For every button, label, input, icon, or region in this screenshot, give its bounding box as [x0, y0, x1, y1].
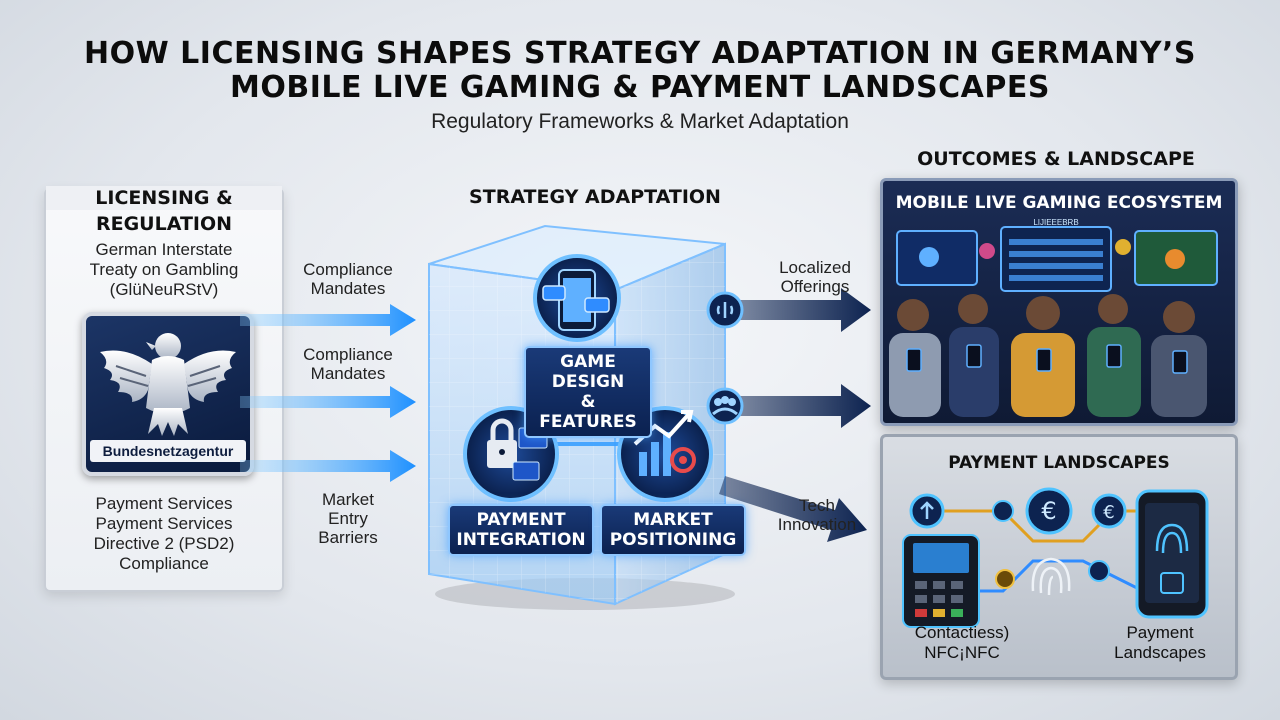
payment-integration-label-line-1: PAYMENT — [476, 510, 566, 530]
payment-landscapes-caption: Payment Landscapes — [1095, 623, 1225, 663]
payment-landscapes-caption-line-1: Payment — [1126, 623, 1194, 642]
euro-icon-2 — [1091, 493, 1127, 529]
compliance-arrow-1 — [240, 304, 416, 336]
licensing-regulation-panel: LICENSING & REGULATION German Interstate… — [44, 186, 284, 592]
strategy-heading: STRATEGY ADAPTATION — [469, 186, 721, 208]
arrow-label-compliance-1-line-2: Mandates — [310, 279, 386, 298]
payment-landscapes-caption-line-2: Landscapes — [1114, 643, 1206, 662]
game-design-label-line-1: GAME DESIGN — [551, 352, 625, 392]
left-arrows — [240, 304, 416, 482]
right-arrows — [706, 288, 871, 542]
treaty-line-2: Treaty on Gambling — [89, 260, 239, 279]
payment-illustration: € € — [902, 487, 1209, 628]
fingerprint-icon — [1031, 557, 1071, 596]
badge-label: Bundesnetzagentur — [90, 440, 246, 462]
psd2-line-2: Payment Services — [95, 514, 233, 533]
svg-text:€: € — [1041, 497, 1056, 525]
payment-landscapes-title: PAYMENT LANDSCAPES — [948, 453, 1170, 473]
outcomes-heading: OUTCOMES & LANDSCAPE — [917, 148, 1195, 170]
market-positioning-label: MARKET POSITIONING — [600, 504, 746, 556]
arrow-label-tech-innovation-line-1: Tech — [799, 496, 835, 515]
arrow-label-localized-line-1: Localized — [779, 258, 851, 277]
nfc-caption: Contactiess) NFC¡NFC — [897, 623, 1027, 663]
game-design-label: GAME DESIGN & FEATURES — [524, 346, 652, 438]
users-icon — [706, 387, 744, 425]
eagle-icon — [100, 333, 236, 436]
middle-outcome-arrow — [735, 384, 871, 428]
arrow-label-localized-line-2: Offerings — [780, 277, 850, 296]
svg-text:€: € — [1103, 502, 1114, 523]
treaty-line-1: German Interstate — [95, 240, 233, 259]
arrow-label-compliance-2-line-1: Compliance — [303, 345, 393, 364]
arrow-label-localized: Localized Offerings — [760, 258, 870, 296]
ecosystem-title: MOBILE LIVE GAMING ECOSYSTEM — [895, 193, 1223, 213]
compliance-arrow-2 — [240, 386, 416, 418]
nfc-caption-line-2: NFC¡NFC — [924, 643, 1000, 662]
market-positioning-label-line-1: MARKET — [633, 510, 713, 530]
smartphone-fingerprint-icon — [1135, 489, 1209, 619]
arrow-label-market-entry-line-2: Entry — [328, 509, 368, 528]
gaming-scene-illustration: LIJIEEEBRB — [889, 218, 1218, 417]
mobile-live-gaming-panel: MOBILE LIVE GAMING ECOSYSTEM LIJIEEEBRB — [880, 178, 1238, 426]
arrow-label-compliance-2-line-2: Mandates — [310, 364, 386, 383]
game-design-label-line-2: & FEATURES — [539, 392, 637, 432]
tech-innovation-arrow — [719, 476, 867, 542]
licensing-heading-line-1: LICENSING & — [46, 186, 282, 210]
euro-icon-3 — [1088, 560, 1110, 582]
growth-chart-icon — [633, 410, 696, 476]
market-entry-arrow — [240, 450, 416, 482]
arrow-label-compliance-1-line-1: Compliance — [303, 260, 393, 279]
euro-icon-gold — [995, 569, 1015, 589]
nfc-caption-line-1: Contactiess) — [914, 623, 1010, 642]
title-line-2: MOBILE LIVE GAMING & PAYMENT LANDSCAPES — [230, 70, 1050, 105]
subtitle: Regulatory Frameworks & Market Adaptatio… — [431, 110, 849, 133]
card-terminal-icon — [902, 534, 980, 628]
arrow-label-compliance-1: Compliance Mandates — [288, 260, 408, 298]
psd2-line-1: Payment Services — [95, 494, 233, 513]
arrow-label-tech-innovation-line-2: Innovation — [777, 515, 857, 534]
treaty-line-3: (GlüNeuRStV) — [109, 280, 219, 299]
arrow-label-market-entry-line-1: Market — [322, 490, 374, 509]
psd2-line-4: Compliance — [119, 554, 209, 573]
arrow-label-tech-innovation: Tech Innovation — [762, 496, 872, 534]
localized-offerings-arrow — [735, 288, 871, 332]
arrow-label-market-entry-line-3: Barriers — [318, 528, 378, 547]
payment-integration-label: PAYMENT INTEGRATION — [448, 504, 594, 556]
arrow-label-compliance-2: Compliance Mandates — [288, 345, 408, 383]
licensing-heading-line-2: REGULATION — [95, 213, 233, 235]
psd2-line-3: Directive 2 (PSD2) — [93, 534, 235, 553]
market-positioning-label-line-2: POSITIONING — [609, 530, 737, 550]
euro-icon-large — [1025, 487, 1073, 535]
title-line-1: HOW LICENSING SHAPES STRATEGY ADAPTATION… — [84, 36, 1196, 71]
payment-integration-label-line-2: INTEGRATION — [456, 530, 586, 550]
euro-icon-1 — [992, 500, 1014, 522]
bundesnetzagentur-badge: Bundesnetzagentur — [82, 312, 254, 476]
arrow-label-market-entry: Market Entry Barriers — [288, 490, 408, 547]
screen-label: LIJIEEEBRB — [1033, 218, 1078, 227]
payment-landscapes-panel: PAYMENT LANDSCAPES € € — [880, 434, 1238, 680]
phone-chat-icon — [542, 269, 610, 331]
